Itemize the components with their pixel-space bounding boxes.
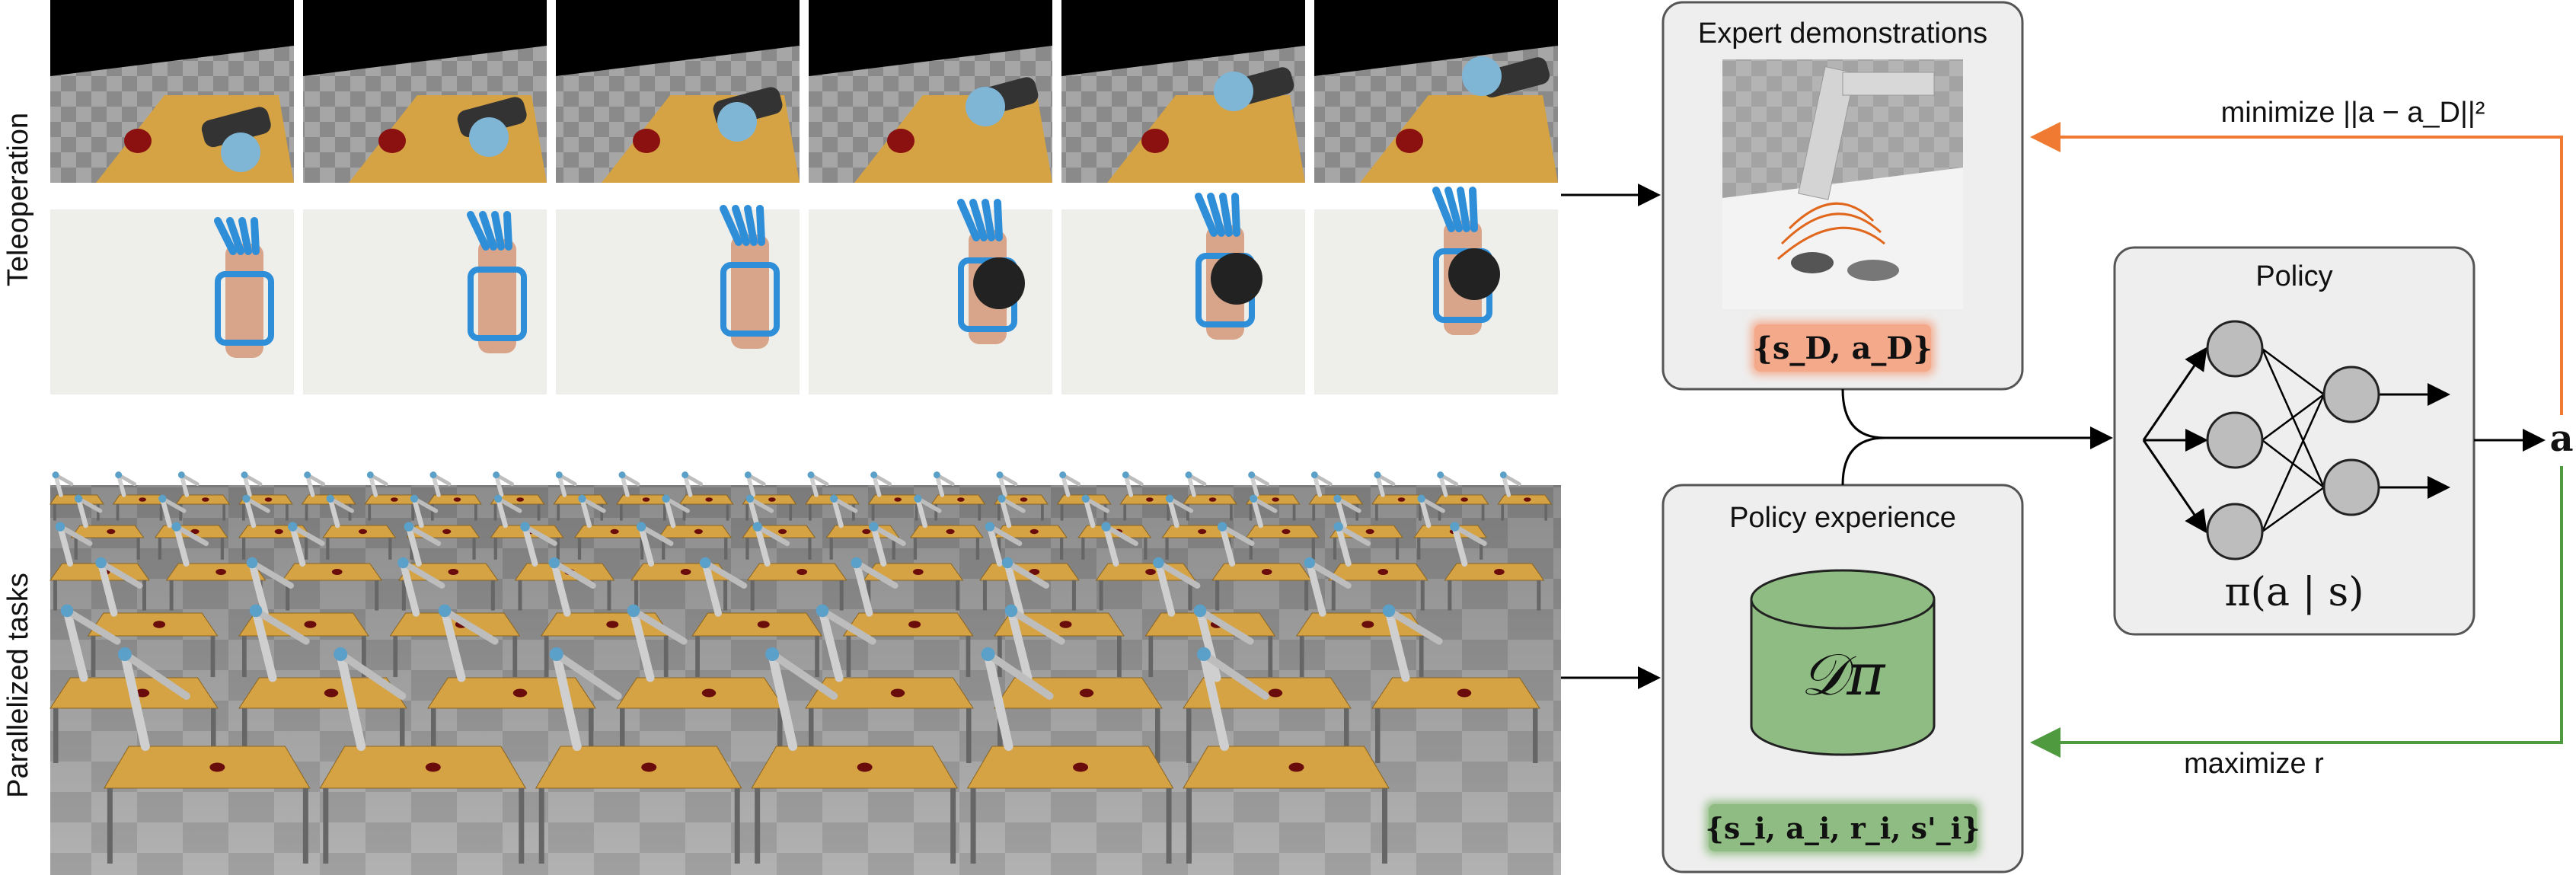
task-table [1371, 604, 1540, 763]
task-table [1371, 471, 1426, 521]
task-table [87, 557, 219, 677]
merge-connector [1841, 388, 2109, 486]
policy-experience-box: Policy experience 𝒟π {s_i, a_i, r_i, s'_… [1661, 484, 2024, 873]
row-label-parallelized: Parallelized tasks [2, 573, 34, 798]
hand-frame [1061, 193, 1305, 394]
network-node [2206, 411, 2264, 469]
network-node [2206, 503, 2264, 560]
replay-buffer-cylinder [1750, 569, 1936, 756]
task-table [175, 471, 231, 521]
sim-frame [50, 0, 294, 183]
task-table [658, 494, 733, 560]
network-node [2322, 458, 2380, 516]
policy-formula: π(a | s) [2224, 570, 2364, 615]
maximize-feedback-path [2030, 466, 2563, 758]
task-table [1183, 471, 1237, 521]
hand-frame [50, 209, 294, 394]
task-table [1434, 471, 1489, 521]
teleop-hand-frames [50, 187, 1558, 394]
task-table [322, 494, 397, 560]
hand-frame [809, 199, 1052, 394]
task-table [1211, 522, 1313, 611]
replay-buffer-symbol: 𝒟π [1801, 640, 1887, 708]
sim-frame [809, 0, 1052, 183]
output-action-symbol: a [2549, 417, 2573, 460]
neural-network [2142, 320, 2450, 560]
task-table [535, 647, 742, 864]
task-table [616, 604, 785, 763]
task-table [966, 647, 1174, 864]
hand-frame [1314, 187, 1558, 394]
sim-frame [1314, 0, 1558, 183]
task-table [994, 494, 1068, 560]
task-table [678, 471, 734, 521]
task-table [70, 494, 145, 560]
task-table [282, 522, 383, 611]
hand-frame [556, 205, 800, 394]
task-table [1444, 522, 1545, 611]
task-table [978, 522, 1080, 611]
sim-frame [1061, 0, 1305, 183]
expert-dataset-label: {s_D, a_D} [1753, 331, 1933, 366]
policy-box: Policy π(a | s) [2113, 246, 2475, 636]
task-table [863, 522, 964, 611]
hand-frame [303, 209, 547, 394]
task-table [1327, 522, 1428, 611]
network-node [2322, 366, 2380, 423]
task-table [751, 647, 959, 864]
task-table [930, 471, 986, 521]
minimize-label: minimize ||a − a_D||² [2221, 97, 2485, 129]
task-table [1245, 494, 1320, 560]
task-table [1183, 647, 1390, 864]
experience-dataset-label: {s_i, a_i, r_i, s'_i} [1705, 811, 1980, 845]
minimize-feedback-path [2030, 122, 2563, 415]
task-table [112, 471, 168, 521]
task-table [364, 471, 420, 521]
experience-box-title: Policy experience [1729, 502, 1956, 534]
task-table [805, 604, 974, 763]
task-table [746, 522, 847, 611]
sim-frame [556, 0, 800, 183]
task-table [691, 557, 823, 677]
task-table [616, 471, 671, 521]
task-table [103, 647, 311, 864]
task-table [427, 471, 482, 521]
expert-demo-render [1722, 59, 1963, 309]
task-table [319, 647, 527, 864]
policy-box-title: Policy [2255, 260, 2332, 292]
task-table [1497, 471, 1553, 521]
task-table [1119, 471, 1175, 521]
maximize-label: maximize r [2184, 748, 2324, 780]
expert-box-title: Expert demonstrations [1698, 18, 1987, 49]
expert-demonstrations-box: Expert demonstrations {s_D, a_D} [1661, 1, 2024, 391]
sim-frame [303, 0, 547, 183]
task-table [867, 471, 923, 521]
task-table [909, 494, 984, 560]
task-table [427, 604, 596, 763]
row-label-teleoperation: Teleoperation [2, 113, 34, 286]
task-table [842, 557, 974, 677]
parallel-tasks-image [49, 471, 1561, 875]
task-table [1144, 557, 1276, 677]
network-node [2206, 320, 2264, 378]
teleop-sim-frames [50, 0, 1558, 183]
